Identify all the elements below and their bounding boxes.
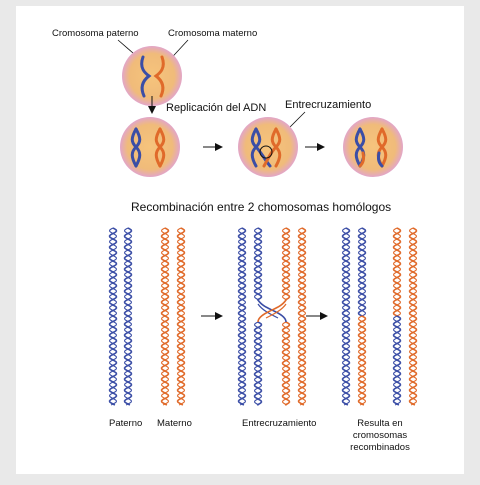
- label-crossover-top: Entrecruzamiento: [285, 99, 371, 111]
- label-materno: Materno: [157, 418, 192, 429]
- cell-replicated: [120, 117, 180, 177]
- helix-paternal-1: [108, 227, 118, 406]
- label-result-line-1: Resulta en: [357, 418, 402, 429]
- label-maternal-chromosome: Cromosoma materno: [168, 28, 257, 39]
- label-paterno: Paterno: [109, 418, 142, 429]
- helix-crossover-paternal-2-top: [253, 227, 263, 301]
- helix-result-recombinant-1-top: [357, 227, 367, 317]
- label-result-line-2: cromosomas: [353, 430, 408, 441]
- paternal-chromosome: [140, 55, 152, 98]
- helix-crossover-maternal-1-top: [281, 227, 291, 301]
- crossover-junction: [257, 299, 287, 323]
- label-crossover-bottom: Entrecruzamiento: [242, 418, 316, 429]
- helix-maternal-1: [160, 227, 170, 406]
- helix-result-maternal: [408, 227, 418, 406]
- helix-result-recombinant-2-bottom: [392, 315, 402, 406]
- cell-recombined: [343, 117, 403, 177]
- dna-helices: [108, 227, 418, 406]
- label-paternal-chromosome: Cromosoma paterno: [52, 28, 139, 39]
- helix-maternal-2: [176, 227, 186, 406]
- helix-crossover-maternal-1-bottom: [281, 321, 291, 406]
- label-dna-replication: Replicación del ADN: [166, 102, 266, 114]
- helix-result-recombinant-1-bottom: [357, 315, 367, 406]
- crossover-circle-marker: [259, 145, 273, 159]
- title-recombination: Recombinación entre 2 chomosomas homólog…: [131, 200, 391, 214]
- helix-crossover-paternal-2-bottom: [253, 321, 263, 406]
- helix-paternal-2: [123, 227, 133, 406]
- cell-initial: [122, 46, 182, 106]
- maternal-chromosome: [153, 55, 165, 98]
- label-result-line-3: recombinados: [350, 442, 410, 453]
- helix-crossover-paternal-1: [237, 227, 247, 406]
- helix-crossover-maternal-2: [297, 227, 307, 406]
- cell-crossover: [238, 117, 298, 177]
- helix-result-paternal: [341, 227, 351, 406]
- helix-result-recombinant-2-top: [392, 227, 402, 317]
